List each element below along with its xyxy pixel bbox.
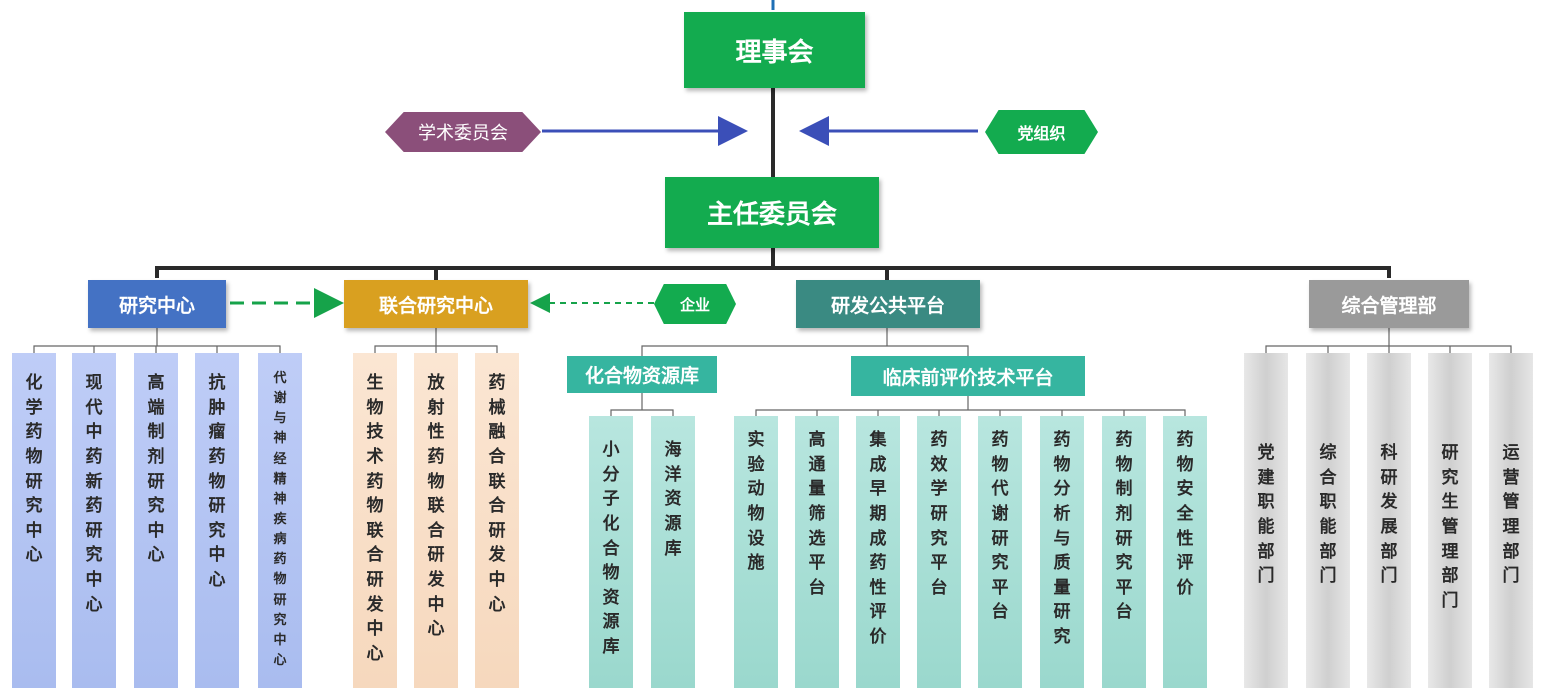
preclinical-item: 实验动物设施 [734, 416, 778, 688]
board-box: 理事会 [684, 12, 865, 88]
preclinical-item: 药物制剂研究平台 [1102, 416, 1146, 688]
admin-department-item: 运营管理部门 [1489, 353, 1533, 688]
preclinical-item: 药物代谢研究平台 [978, 416, 1022, 688]
committee-box: 主任委员会 [665, 177, 879, 248]
joint-research-item: 药械融合联合研发中心 [475, 353, 519, 688]
preclinical-item: 药效学研究平台 [917, 416, 961, 688]
enterprise-tag: 企业 [654, 284, 736, 324]
research-item: 化学药物研究中心 [12, 353, 56, 688]
compound-library-item: 海洋资源库 [651, 416, 695, 688]
research-item: 抗肿瘤药物研究中心 [195, 353, 239, 688]
research-item: 代谢与神经精神疾病药物研究中心 [258, 353, 302, 688]
admin-department-header: 综合管理部 [1309, 280, 1469, 328]
research-item: 高端制剂研究中心 [134, 353, 178, 688]
rd-platform-header: 研发公共平台 [796, 280, 980, 328]
academic-committee-tag: 学术委员会 [385, 112, 541, 152]
party-organization-tag: 党组织 [985, 110, 1098, 154]
preclinical-item: 高通量筛选平台 [795, 416, 839, 688]
joint-research-item: 生物技术药物联合研发中心 [353, 353, 397, 688]
compound-library-header: 化合物资源库 [567, 356, 717, 393]
joint-research-center-header: 联合研究中心 [344, 280, 528, 328]
admin-department-item: 研究生管理部门 [1428, 353, 1472, 688]
preclinical-platform-header: 临床前评价技术平台 [851, 356, 1085, 396]
joint-research-item: 放射性药物联合研发中心 [414, 353, 458, 688]
admin-department-item: 科研发展部门 [1367, 353, 1411, 688]
preclinical-item: 药物分析与质量研究 [1040, 416, 1084, 688]
admin-department-item: 综合职能部门 [1306, 353, 1350, 688]
research-center-header: 研究中心 [88, 280, 226, 328]
preclinical-item: 药物安全性评价 [1163, 416, 1207, 688]
admin-department-item: 党建职能部门 [1244, 353, 1288, 688]
compound-library-item: 小分子化合物资源库 [589, 416, 633, 688]
preclinical-item: 集成早期成药性评价 [856, 416, 900, 688]
research-item: 现代中药新药研究中心 [72, 353, 116, 688]
